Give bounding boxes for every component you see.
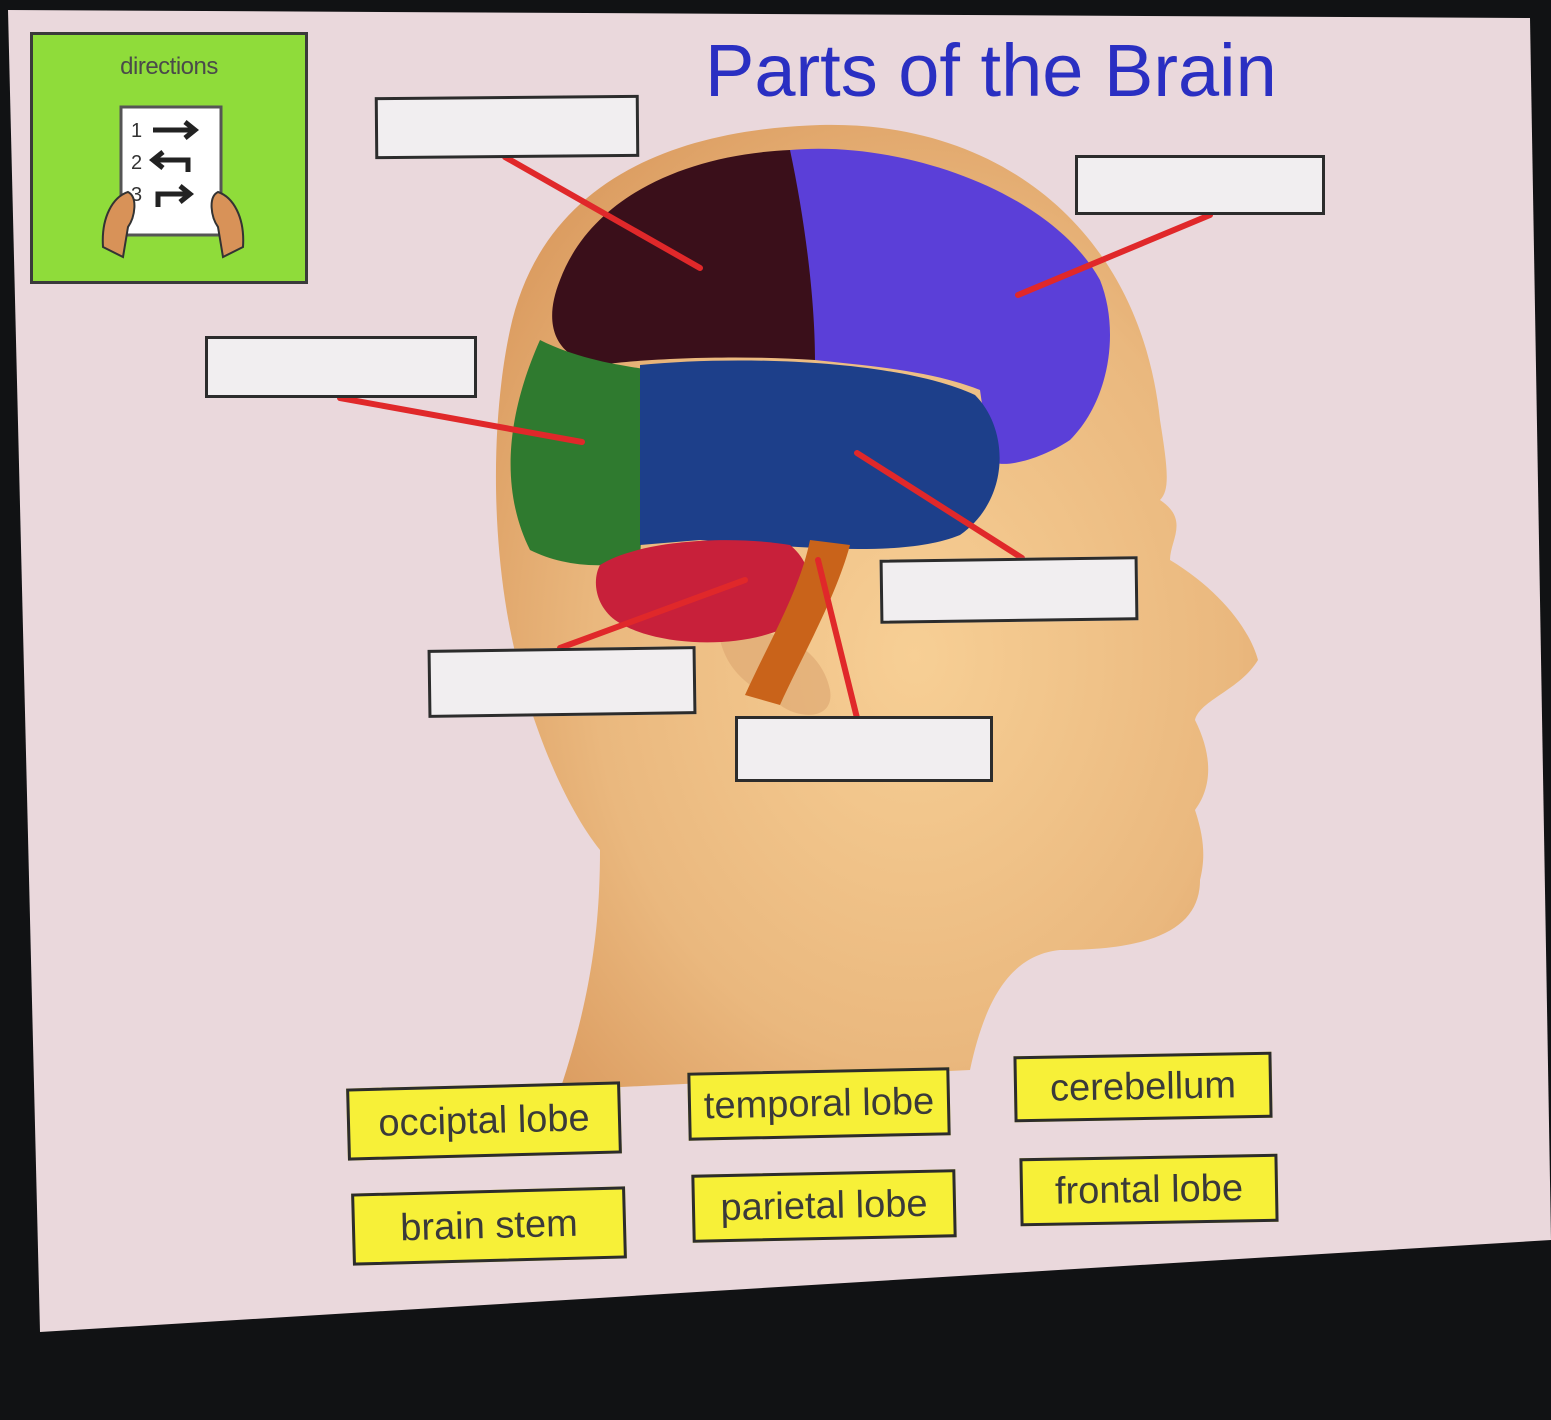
word-tile-frontal-lobe[interactable]: frontal lobe (1019, 1154, 1278, 1226)
left-hand-icon (103, 192, 135, 257)
answer-box-occipital[interactable] (205, 336, 477, 398)
directions-label: directions (33, 53, 305, 81)
cerebellum-region (596, 540, 810, 642)
right-hand-icon (212, 192, 244, 257)
directions-sheet-icon: 1 2 3 (93, 97, 263, 277)
step-number-2: 2 (131, 152, 142, 174)
word-tile-parietal-lobe[interactable]: parietal lobe (691, 1169, 956, 1243)
answer-box-brain-stem[interactable] (735, 716, 993, 782)
word-tile-occipital-lobe[interactable]: occiptal lobe (346, 1081, 622, 1160)
step-number-1: 1 (131, 120, 142, 142)
word-tile-temporal-lobe[interactable]: temporal lobe (687, 1067, 950, 1140)
occipital-lobe-region (511, 340, 650, 565)
directions-card[interactable]: directions 1 2 3 (30, 32, 308, 284)
answer-box-frontal[interactable] (1075, 155, 1325, 215)
word-tile-cerebellum[interactable]: cerebellum (1013, 1052, 1272, 1122)
word-tile-brain-stem[interactable]: brain stem (351, 1186, 627, 1265)
answer-box-temporal[interactable] (880, 556, 1139, 624)
answer-box-parietal[interactable] (375, 95, 640, 159)
answer-box-cerebellum[interactable] (428, 646, 697, 718)
temporal-lobe-region (640, 360, 1000, 549)
slide-title: Parts of the Brain (705, 28, 1365, 113)
